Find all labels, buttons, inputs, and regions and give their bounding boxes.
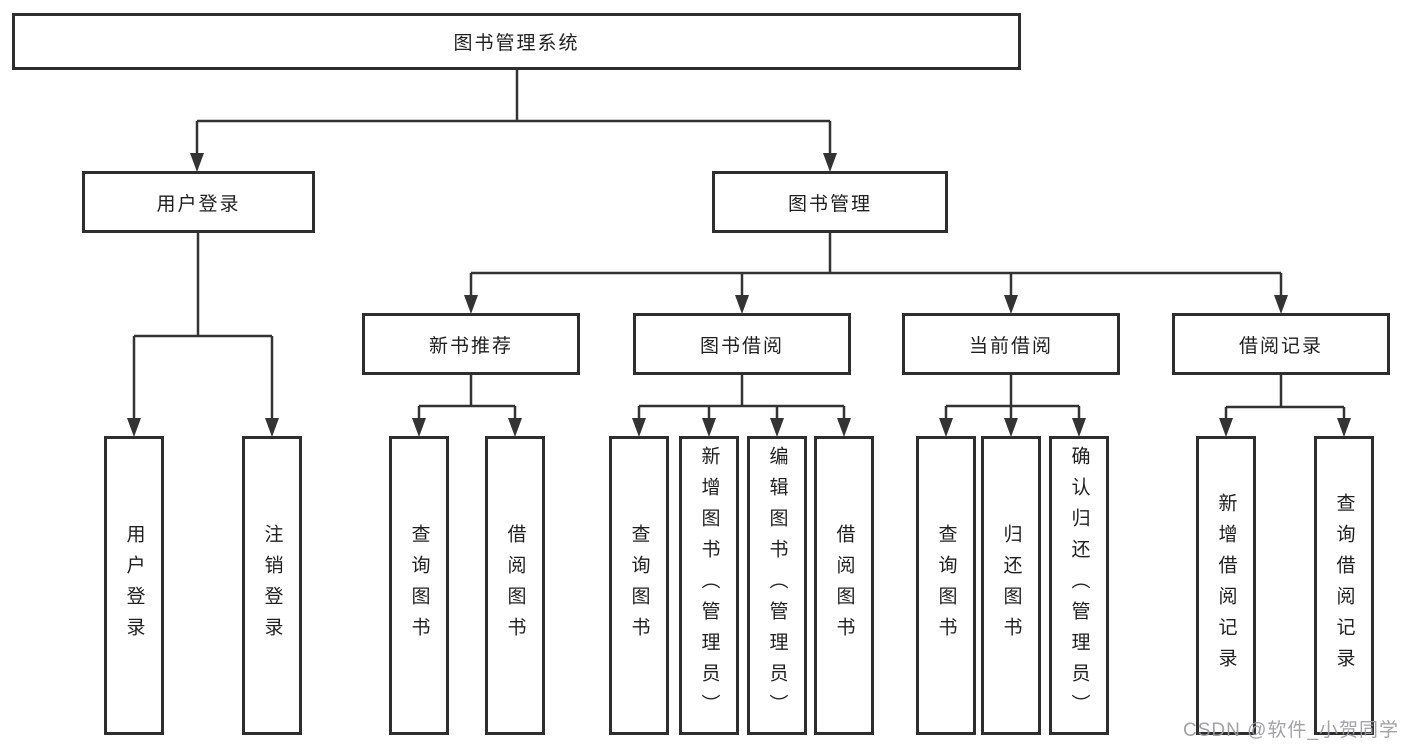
leaf-borrow-books-borrow: 借阅图书 — [814, 436, 874, 735]
arrow-icon — [770, 418, 784, 437]
leaf-confirm-return-admin: 确认归还（管理员） — [1049, 436, 1109, 735]
arrow-icon — [939, 418, 953, 437]
node-borrow-records: 借阅记录 — [1172, 313, 1390, 375]
arrow-icon — [1072, 418, 1086, 437]
leaf-query-borrow-record-label: 查询借阅记录 — [1333, 492, 1355, 679]
node-new-book-recommend-label: 新书推荐 — [428, 335, 513, 357]
leaf-logout-label: 注销登录 — [261, 523, 283, 648]
node-user-login-label: 用户登录 — [156, 193, 241, 215]
arrow-icon — [508, 418, 522, 437]
leaf-query-books-recommend-label: 查询图书 — [408, 523, 430, 648]
arrow-icon — [190, 153, 204, 172]
leaf-user-login: 用户登录 — [104, 436, 164, 735]
arrow-icon — [823, 153, 837, 172]
node-current-borrow: 当前借阅 — [902, 313, 1120, 375]
leaf-return-book: 归还图书 — [981, 436, 1041, 735]
connector-root — [195, 70, 832, 166]
node-borrow-records-label: 借阅记录 — [1238, 335, 1323, 357]
arrow-icon — [412, 418, 426, 437]
arrow-icon — [702, 418, 716, 437]
leaf-user-login-label: 用户登录 — [123, 523, 145, 648]
arrow-icon — [464, 295, 478, 314]
node-book-management-label: 图书管理 — [787, 193, 872, 215]
connector-current-borrow — [944, 375, 1081, 431]
leaf-confirm-return-admin-label: 确认归还（管理员） — [1068, 446, 1090, 725]
leaf-borrow-books-recommend: 借阅图书 — [485, 436, 545, 735]
leaf-query-books-current: 查询图书 — [916, 436, 976, 735]
arrow-icon — [127, 418, 141, 437]
arrow-icon — [1004, 295, 1018, 314]
connector-borrow-records — [1224, 375, 1346, 431]
leaf-borrow-books-borrow-label: 借阅图书 — [833, 523, 855, 648]
leaf-query-books-borrow-label: 查询图书 — [628, 523, 650, 648]
connector-user-login — [132, 233, 274, 431]
connector-new-book-recommend — [417, 375, 517, 431]
arrow-icon — [1004, 418, 1018, 437]
arrow-icon — [632, 418, 646, 437]
arrow-icon — [837, 418, 851, 437]
arrow-icon — [1219, 418, 1233, 437]
connector-book-management — [469, 233, 1283, 309]
csdn-watermark: CSDN @软件_小贺同学 — [1183, 720, 1399, 741]
node-library-system-label: 图书管理系统 — [453, 33, 580, 54]
arrow-icon — [265, 418, 279, 437]
node-new-book-recommend: 新书推荐 — [362, 313, 580, 375]
connector-book-borrow — [637, 375, 846, 431]
node-library-system: 图书管理系统 — [12, 13, 1021, 70]
arrow-icon — [1274, 295, 1288, 314]
node-book-management: 图书管理 — [712, 171, 948, 233]
node-book-borrow: 图书借阅 — [633, 313, 851, 375]
leaf-add-book-admin: 新增图书（管理员） — [679, 436, 739, 735]
leaf-query-books-borrow: 查询图书 — [609, 436, 669, 735]
leaf-edit-book-admin: 编辑图书（管理员） — [747, 436, 807, 735]
leaf-return-book-label: 归还图书 — [1000, 523, 1022, 648]
leaf-logout: 注销登录 — [242, 436, 302, 735]
leaf-add-book-admin-label: 新增图书（管理员） — [698, 446, 720, 725]
node-user-login: 用户登录 — [82, 171, 315, 233]
leaf-query-books-current-label: 查询图书 — [935, 523, 957, 648]
node-book-borrow-label: 图书借阅 — [699, 335, 784, 357]
leaf-edit-book-admin-label: 编辑图书（管理员） — [766, 446, 788, 725]
leaf-query-books-recommend: 查询图书 — [389, 436, 449, 735]
arrow-icon — [1337, 418, 1351, 437]
leaf-add-borrow-record-label: 新增借阅记录 — [1215, 492, 1237, 679]
leaf-borrow-books-recommend-label: 借阅图书 — [504, 523, 526, 648]
leaf-query-borrow-record: 查询借阅记录 — [1314, 436, 1374, 735]
leaf-add-borrow-record: 新增借阅记录 — [1196, 436, 1256, 735]
node-current-borrow-label: 当前借阅 — [968, 335, 1053, 357]
arrow-icon — [735, 295, 749, 314]
